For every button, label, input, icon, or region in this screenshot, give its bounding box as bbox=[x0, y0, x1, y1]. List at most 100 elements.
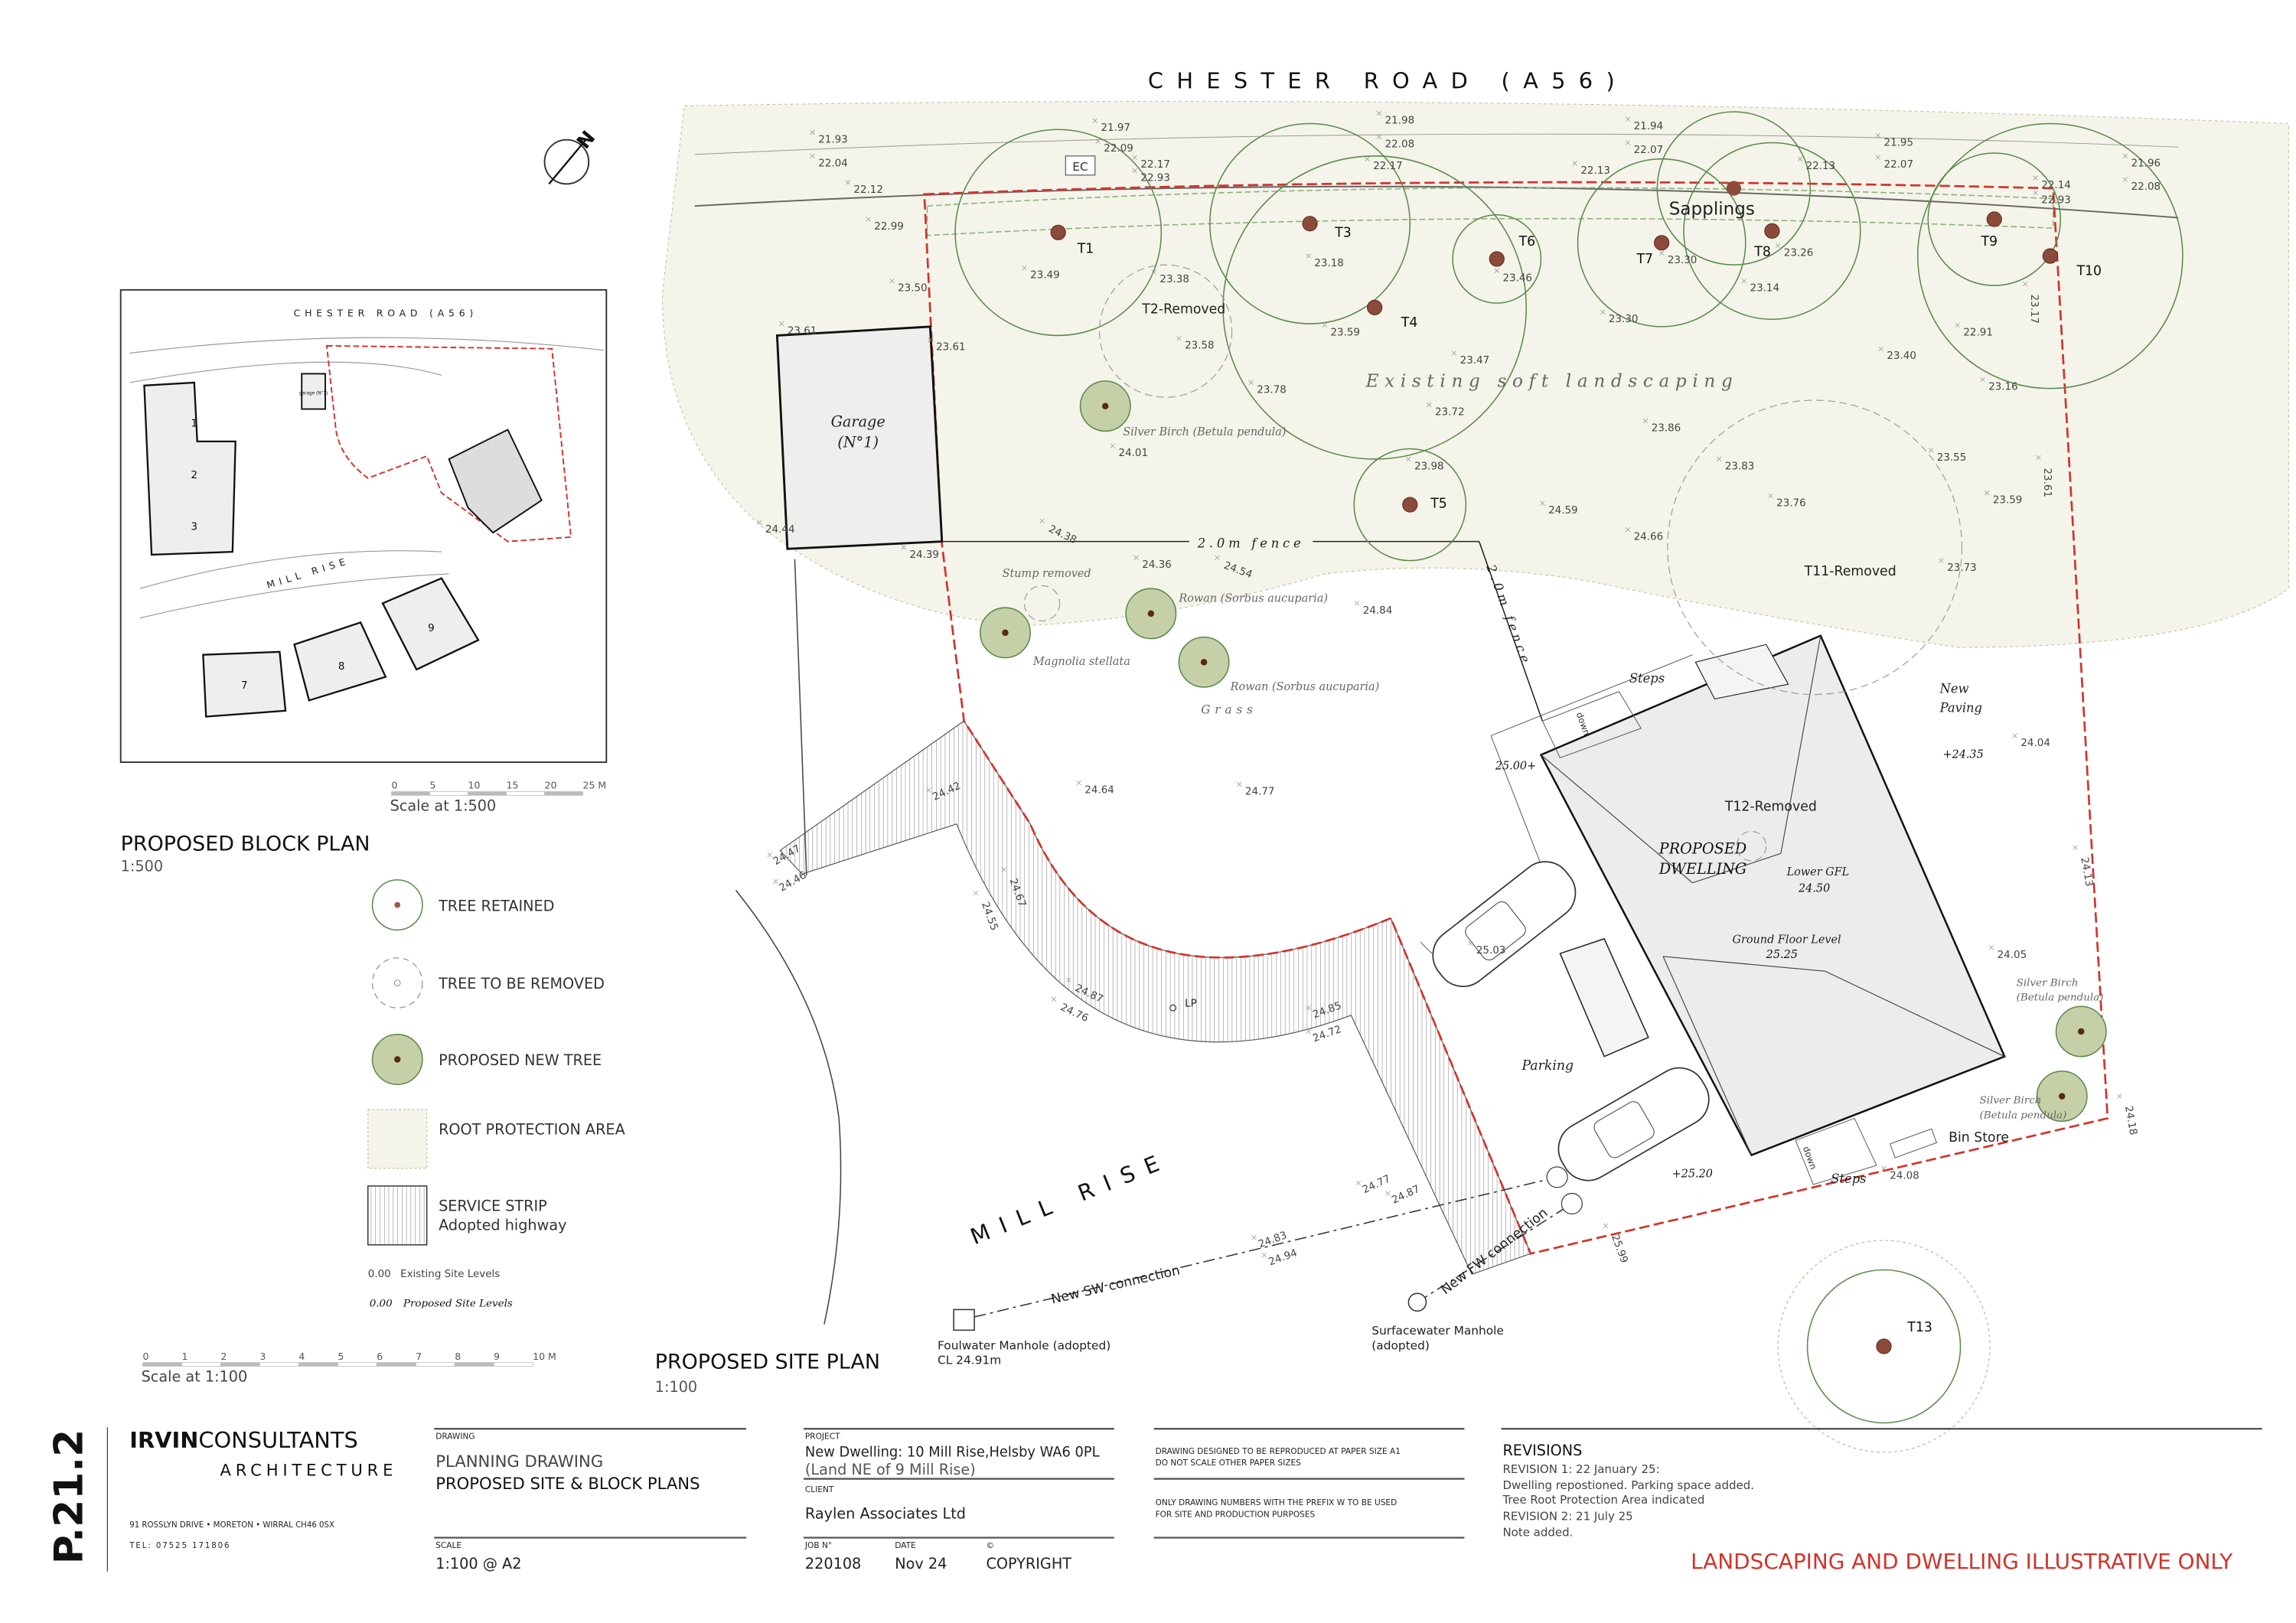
existing-level: 23.50 bbox=[898, 283, 928, 295]
legend-tree-retained: TREE RETAINED bbox=[438, 897, 554, 914]
tree-canopy bbox=[1577, 158, 1746, 328]
existing-level: 23.26 bbox=[1784, 248, 1814, 259]
proposed-level: +25.20 bbox=[1672, 1168, 1713, 1180]
existing-level: 21.98 bbox=[1385, 116, 1415, 127]
existing-level: 23.17 bbox=[2028, 295, 2040, 324]
level-marker-icon bbox=[1355, 1180, 1362, 1186]
level-marker-icon bbox=[1261, 1253, 1267, 1258]
level-marker-icon bbox=[1775, 243, 1781, 249]
scale-tick: 6 bbox=[377, 1351, 383, 1362]
level-marker-icon bbox=[866, 217, 871, 222]
firm-sub: ARCHITECTURE bbox=[220, 1461, 398, 1480]
existing-level: 24.18 bbox=[2122, 1105, 2138, 1136]
tree-trunk-icon bbox=[1726, 181, 1741, 196]
level-marker-icon bbox=[1237, 781, 1242, 787]
existing-level: 22.08 bbox=[2131, 181, 2161, 193]
copyright-label: © bbox=[986, 1541, 994, 1550]
car bbox=[1432, 861, 1577, 987]
fw-connection-line bbox=[1417, 1203, 1573, 1303]
block-plan-garage: garage (N°1) bbox=[299, 391, 328, 396]
level-marker-icon bbox=[1980, 376, 1985, 383]
existing-level: 24.04 bbox=[2020, 738, 2050, 749]
level-marker-icon bbox=[1878, 346, 1883, 351]
revision-line: Dwelling repostioned. Parking space adde… bbox=[1502, 1478, 1754, 1492]
existing-level: 24.59 bbox=[1548, 505, 1578, 517]
proposed-level: 24.50 bbox=[1798, 882, 1830, 895]
level-marker-icon bbox=[773, 878, 778, 884]
job-label: JOB N° bbox=[804, 1541, 832, 1550]
scale-tick: 5 bbox=[338, 1351, 344, 1362]
label-grass: Grass bbox=[1201, 703, 1257, 717]
level-marker-icon bbox=[1376, 134, 1382, 139]
level-marker-icon bbox=[2036, 455, 2041, 461]
existing-level: 23.98 bbox=[1414, 461, 1444, 472]
level-marker-icon bbox=[2033, 175, 2038, 181]
existing-level: 22.12 bbox=[853, 184, 883, 196]
site-boundary bbox=[923, 181, 2109, 1255]
tree-canopy bbox=[954, 129, 1163, 337]
level-marker-icon bbox=[2117, 1093, 2122, 1099]
existing-level: 22.07 bbox=[1634, 145, 1664, 156]
street-label: MILL RISE bbox=[967, 1146, 1174, 1250]
level-marker-icon bbox=[1110, 443, 1116, 448]
level-marker-icon bbox=[1095, 139, 1101, 144]
legend-existing-levels: Existing Site Levels bbox=[400, 1269, 500, 1280]
note-2b: FOR SITE AND PRODUCTION PURPOSES bbox=[1156, 1511, 1316, 1520]
existing-level: 23.30 bbox=[1668, 255, 1698, 266]
tree-canopy bbox=[1452, 213, 1542, 304]
existing-level: 21.93 bbox=[818, 135, 848, 146]
site-plan-scale: 1:100 bbox=[655, 1378, 697, 1396]
block-plan-road: CHESTER ROAD (A56) bbox=[294, 307, 478, 318]
label-t2-removed: T2-Removed bbox=[1141, 302, 1225, 318]
existing-level: 23.16 bbox=[1988, 382, 2018, 393]
proposed-level: 25.00+ bbox=[1495, 761, 1536, 773]
revision-line: REVISION 2: 21 July 25 bbox=[1502, 1509, 1632, 1523]
tree-label: T8 bbox=[1753, 245, 1771, 260]
firm-tel: TEL: 07525 171806 bbox=[129, 1542, 230, 1550]
level-marker-icon bbox=[889, 279, 895, 284]
ec-box bbox=[1065, 155, 1096, 176]
title-block: P.21.2 IRVINCONSULTANTS ARCHITECTURE 91 … bbox=[47, 1427, 2262, 1574]
scale-segment bbox=[298, 1362, 338, 1367]
level-marker-icon bbox=[1306, 1028, 1311, 1035]
label-new-sw: New SW connection bbox=[1050, 1263, 1182, 1307]
mill-rise-road-edge bbox=[735, 889, 842, 1325]
legend-existing-value: 0.00 bbox=[368, 1269, 391, 1280]
drawing-number: P.21.2 bbox=[47, 1429, 93, 1564]
scale-tick: 0 bbox=[143, 1351, 149, 1362]
firm-address: 91 ROSSLYN DRIVE • MORETON • WIRRAL CH46… bbox=[129, 1521, 334, 1530]
tree-trunk-icon bbox=[1654, 235, 1670, 251]
level-marker-icon bbox=[1928, 448, 1934, 453]
level-marker-icon bbox=[2122, 177, 2128, 182]
existing-level: 22.17 bbox=[1140, 159, 1170, 171]
scale-tick: 15 bbox=[507, 780, 519, 791]
label-parking: Parking bbox=[1521, 1058, 1574, 1074]
scale-segment bbox=[544, 791, 583, 796]
house-number: 7 bbox=[241, 680, 248, 692]
legend-new-tree: PROPOSED NEW TREE bbox=[439, 1051, 602, 1069]
scale-tick: 7 bbox=[416, 1351, 422, 1362]
existing-level: 24.94 bbox=[1267, 1247, 1299, 1268]
existing-level: 24.08 bbox=[1890, 1170, 1919, 1181]
existing-level: 21.97 bbox=[1101, 122, 1130, 134]
fence-label-backing bbox=[1189, 533, 1313, 551]
level-marker-icon bbox=[1322, 322, 1327, 328]
level-marker-icon bbox=[1248, 380, 1254, 386]
existing-level: 22.14 bbox=[2041, 180, 2071, 191]
level-marker-icon bbox=[1658, 250, 1665, 256]
proposed-level: +24.35 bbox=[1942, 748, 1983, 761]
scale-segment bbox=[391, 791, 430, 796]
label-ground-floor-level: Ground Floor Level bbox=[1732, 934, 1841, 947]
tree-trunk-icon bbox=[1986, 211, 2002, 227]
label-lower-gfl: Lower GFL bbox=[1786, 866, 1850, 878]
scale-segment bbox=[220, 1362, 260, 1367]
house-number: 2 bbox=[191, 470, 198, 481]
firm-name-bold: IRVIN bbox=[129, 1427, 198, 1453]
existing-level: 25.99 bbox=[1609, 1234, 1629, 1265]
label-rowan-2: Rowan (Sorbus aucuparia) bbox=[1230, 681, 1380, 693]
existing-level: 25.03 bbox=[1476, 945, 1506, 957]
house-number: 1 bbox=[191, 419, 198, 430]
existing-level: 22.91 bbox=[1963, 327, 1993, 338]
label-surface-1: Surfacewater Manhole bbox=[1371, 1324, 1504, 1338]
scale-segment bbox=[429, 791, 468, 796]
